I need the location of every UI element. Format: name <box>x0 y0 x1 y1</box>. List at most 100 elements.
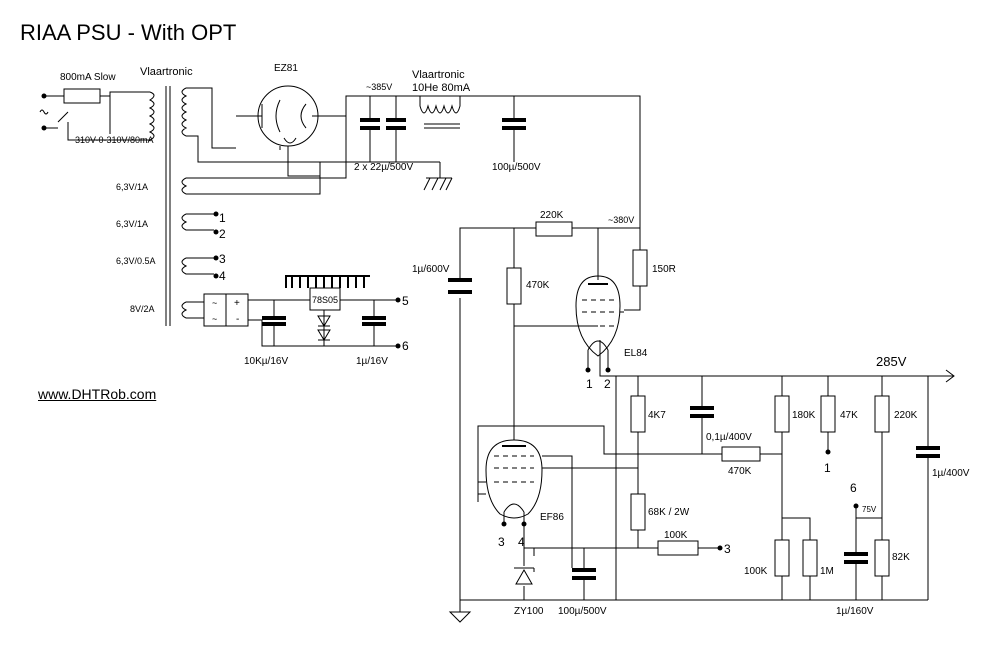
cap-1u-160v-label: 1µ/160V <box>836 606 874 617</box>
r-150r <box>632 249 648 287</box>
el84-tube <box>575 275 621 357</box>
zener-zy100 <box>514 567 535 585</box>
terminal-1-47k: 1 <box>824 461 831 475</box>
r-4k7 <box>630 395 646 433</box>
ground-lift-diodes <box>317 315 331 341</box>
v75-label: 75V <box>862 505 877 514</box>
r-68k <box>630 493 646 531</box>
primary-coil <box>148 91 155 141</box>
terminal-3-heater: 3 <box>219 252 226 266</box>
reg-output-cap-label: 1µ/16V <box>356 356 388 367</box>
r-220k-divider-label: 220K <box>894 410 918 421</box>
el84-label: EL84 <box>624 348 648 359</box>
cap-100u-cathode-label: 100µ/500V <box>558 606 607 617</box>
heater-label-1: 6,3V/1A <box>116 182 148 192</box>
cap-1u-400v <box>916 446 940 458</box>
terminal-4-heater: 4 <box>219 269 226 283</box>
heater-label-4: 8V/2A <box>130 304 155 314</box>
ef86-tube <box>485 439 543 519</box>
reservoir-cap-label: 100µ/500V <box>492 162 541 173</box>
shunt-voltage-label: ~380V <box>608 215 634 225</box>
svg-text:~: ~ <box>212 314 217 324</box>
ez81-tube <box>257 85 319 147</box>
el84-heater-1: 1 <box>586 377 593 391</box>
choke-rating-label: 10He 80mA <box>412 82 471 94</box>
choke-maker-label: Vlaartronic <box>412 69 465 81</box>
r-220k-top <box>535 221 573 237</box>
r-180k <box>774 395 790 433</box>
ef86-heater-4: 4 <box>518 535 525 549</box>
r-470k-grid <box>506 267 522 305</box>
cap-01u <box>690 406 714 418</box>
heater-label-3: 6,3V/0.5A <box>116 256 156 266</box>
terminal-2-heater: 2 <box>219 227 226 241</box>
heater-coil-3 <box>181 257 214 275</box>
cap-10k-reg <box>262 316 286 326</box>
cap-1u-400v-label: 1µ/400V <box>932 468 970 479</box>
r-100k-heater-ref <box>657 540 699 556</box>
r-220k-top-label: 220K <box>540 210 564 221</box>
cap-1u-600v-label: 1µ/600V <box>412 264 450 275</box>
r-470k-feedback-label: 470K <box>728 466 752 477</box>
cap-100u-reservoir <box>502 118 526 130</box>
r-100k-divider-label: 100K <box>744 566 768 577</box>
r-180k-label: 180K <box>792 410 816 421</box>
r-1m-label: 1M <box>820 566 834 577</box>
terminal-1-heater: 1 <box>219 211 226 225</box>
r-4k7-label: 4K7 <box>648 410 666 421</box>
transformer-core <box>165 86 171 326</box>
terminal-3-ref: 3 <box>724 542 731 556</box>
cap-01u-label: 0,1µ/400V <box>706 432 752 443</box>
r-47k-label: 47K <box>840 410 858 421</box>
heater-coil-2 <box>181 213 214 231</box>
r-150r-label: 150R <box>652 264 676 275</box>
terminal-5: 5 <box>402 294 409 308</box>
svg-text:+: + <box>234 298 240 309</box>
zener-label: ZY100 <box>514 606 544 617</box>
secondary-hv-label: 310V-0-310V/80mA <box>75 135 154 145</box>
heatsink <box>285 275 370 288</box>
svg-text:-: - <box>236 314 239 325</box>
r-470k-feedback <box>721 446 761 462</box>
chassis-ground <box>423 162 453 191</box>
r-100k-divider <box>774 539 790 577</box>
terminal-6: 6 <box>402 339 409 353</box>
heater-coil-4 <box>181 301 188 319</box>
r-220k-divider <box>874 395 890 433</box>
svg-text:~: ~ <box>212 298 217 308</box>
switch-arc <box>39 109 49 115</box>
r-1m <box>802 539 818 577</box>
heater-label-2: 6,3V/1A <box>116 219 148 229</box>
fuse-label: 800mA Slow <box>60 72 116 83</box>
cap-1u-600v <box>448 278 472 294</box>
ef86-heater-3: 3 <box>498 535 505 549</box>
website-link[interactable]: www.DHTRob.com <box>38 386 157 402</box>
rect-cap-label: 2 x 22µ/500V <box>354 162 413 173</box>
hv-secondary-coil <box>181 87 188 137</box>
cap-100u-cathode <box>572 568 596 580</box>
ez81-label: EZ81 <box>274 63 298 74</box>
regulator-label: 78S05 <box>312 295 338 305</box>
r-82k <box>874 539 890 577</box>
reg-input-cap-label: 10Kµ/16V <box>244 356 288 367</box>
transformer-maker-label: Vlaartronic <box>140 66 193 78</box>
cap-1u-reg <box>362 316 386 326</box>
r-470k-grid-label: 470K <box>526 280 550 291</box>
mains-input <box>39 91 150 141</box>
output-rail <box>616 369 955 383</box>
fuse <box>63 88 101 104</box>
ef86-label: EF86 <box>540 512 564 523</box>
el84-heater-2: 2 <box>604 377 611 391</box>
r-68k-label: 68K / 2W <box>648 507 690 518</box>
terminal-6-divider: 6 <box>850 481 857 495</box>
cap-1u-160v <box>844 552 868 564</box>
r-82k-label: 82K <box>892 552 910 563</box>
ground-symbol <box>448 600 472 623</box>
r-47k <box>820 395 836 433</box>
page-title: RIAA PSU - With OPT <box>20 20 237 45</box>
output-voltage-label: 285V <box>876 354 907 369</box>
choke-coil <box>419 96 461 129</box>
heater-coil-rect <box>181 177 188 195</box>
rect-voltage-label: ~385V <box>366 82 392 92</box>
